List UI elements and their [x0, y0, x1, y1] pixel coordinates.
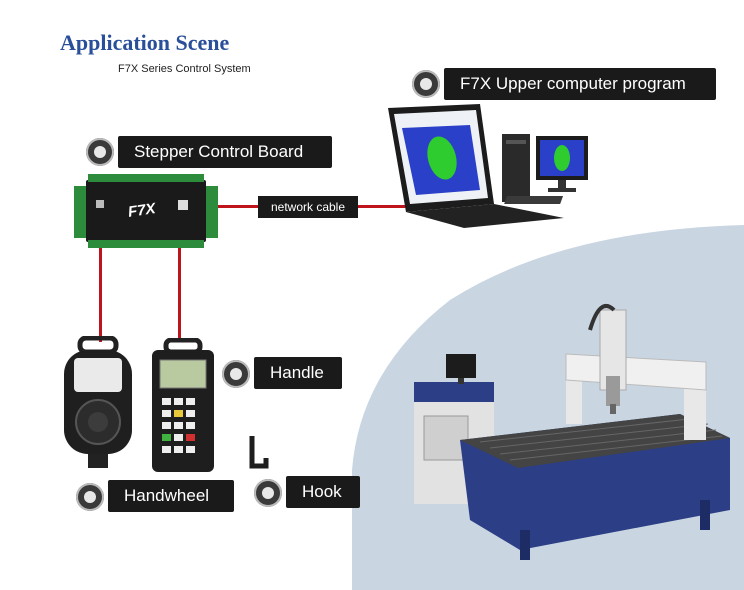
page-subtitle: F7X Series Control System [118, 63, 251, 75]
handle-cable-line [178, 208, 181, 342]
hook-label: Hook [286, 476, 360, 508]
upper-computer-bullet-icon [412, 70, 440, 98]
board-bullet-icon [86, 138, 114, 166]
network-cable-label: network cable [258, 196, 358, 218]
computer-illustration [388, 104, 588, 228]
handle-label: Handle [254, 357, 342, 389]
hook-device [249, 436, 269, 469]
handle-device [152, 338, 214, 472]
handwheel-bullet-icon [76, 483, 104, 511]
board-graphic [74, 174, 218, 248]
handwheel-label: Handwheel [108, 480, 234, 512]
handwheel-device [64, 336, 132, 468]
stepper-control-board: F7X [72, 172, 220, 252]
hook-bullet-icon [254, 479, 282, 507]
board-label: Stepper Control Board [118, 136, 332, 168]
handwheel-cable-line [99, 212, 102, 342]
handle-bullet-icon [222, 360, 250, 388]
page-title: Application Scene [60, 30, 230, 55]
upper-computer-label: F7X Upper computer program [444, 68, 716, 100]
cnc-machine-illustration [414, 304, 730, 560]
